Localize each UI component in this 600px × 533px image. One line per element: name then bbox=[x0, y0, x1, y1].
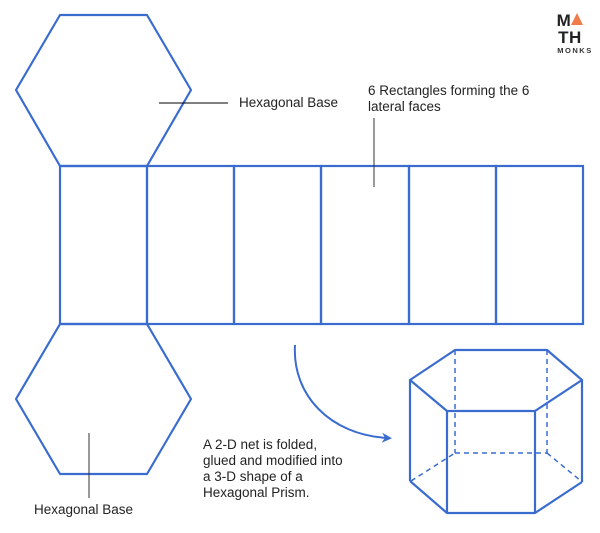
description-line-4: Hexagonal Prism. bbox=[203, 485, 310, 500]
math-monks-logo: MTH MONKS bbox=[545, 12, 595, 55]
top-hexagon-base bbox=[14, 13, 193, 168]
lateral-face-3 bbox=[232, 164, 323, 326]
logo-subtext: MONKS bbox=[557, 46, 593, 55]
bottom-hexagon-base bbox=[14, 322, 193, 476]
lateral-faces-label-line1: 6 Rectangles forming the 6 bbox=[368, 83, 530, 98]
fold-arrow-icon bbox=[293, 344, 392, 443]
logo-triangle-icon bbox=[571, 13, 584, 25]
description-line-3: a 3-D shape of a bbox=[203, 469, 303, 484]
lateral-face-6 bbox=[494, 164, 585, 326]
lateral-face-2 bbox=[145, 164, 236, 326]
logo-text-m: M bbox=[556, 11, 572, 30]
lateral-face-4 bbox=[319, 164, 411, 326]
description-line-2: glued and modified into bbox=[203, 453, 343, 468]
logo-text-th: TH bbox=[558, 28, 582, 47]
top-base-label: Hexagonal Base bbox=[239, 95, 339, 110]
bottom-base-label: Hexagonal Base bbox=[34, 502, 134, 517]
lateral-face-5 bbox=[407, 164, 498, 326]
lateral-face-1 bbox=[58, 164, 149, 326]
lateral-faces-label-line2: lateral faces bbox=[368, 99, 441, 114]
hexagonal-prism-3d bbox=[408, 348, 584, 515]
description-line-1: A 2-D net is folded, bbox=[203, 437, 318, 452]
lateral-faces bbox=[58, 164, 585, 326]
